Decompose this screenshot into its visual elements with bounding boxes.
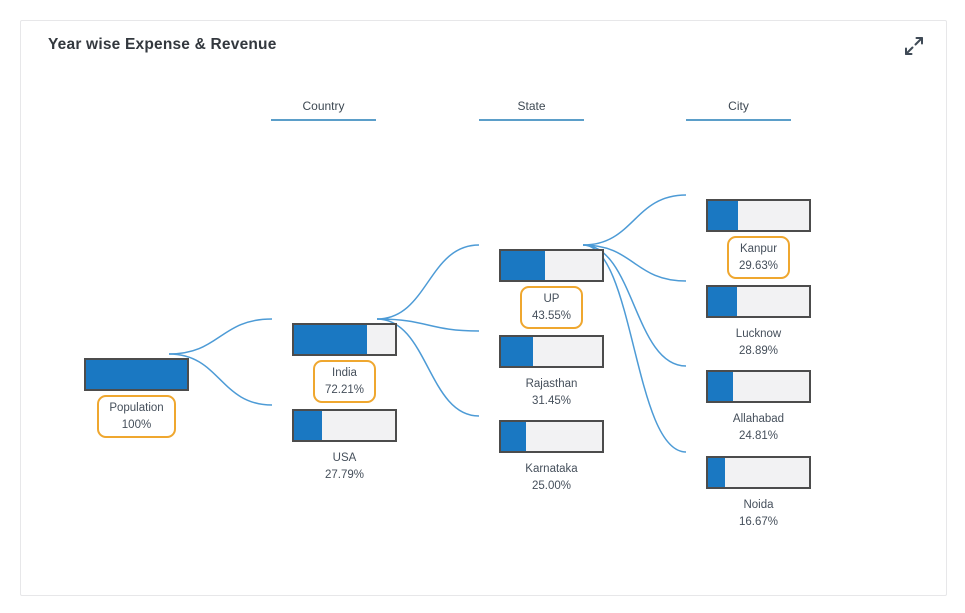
node-kanpur[interactable]: Kanpur 29.63% xyxy=(706,199,811,280)
node-india[interactable]: India 72.21% xyxy=(292,323,397,404)
node-label: Allahabad 24.81% xyxy=(723,407,794,448)
node-bar-fill xyxy=(708,458,725,487)
column-label: Country xyxy=(302,99,345,113)
node-bar[interactable] xyxy=(706,370,811,403)
node-value: 100% xyxy=(121,418,152,431)
node-name: Kanpur xyxy=(739,243,778,255)
node-population[interactable]: Population 100% xyxy=(84,358,189,439)
node-value: 43.55% xyxy=(531,309,571,322)
node-name: Karnataka xyxy=(525,463,578,475)
node-label: Noida 16.67% xyxy=(729,493,788,534)
link-up-kanpur xyxy=(582,194,687,246)
link-india-rajasthan xyxy=(376,318,480,332)
expand-button[interactable] xyxy=(900,33,928,61)
node-value: 27.79% xyxy=(324,468,364,481)
node-value: 28.89% xyxy=(738,344,778,357)
node-label: Rajasthan 31.45% xyxy=(516,372,588,413)
link-population-usa xyxy=(168,353,273,406)
node-name: USA xyxy=(332,452,357,464)
node-bar-fill xyxy=(501,422,527,451)
column-label: State xyxy=(517,99,546,113)
node-bar[interactable] xyxy=(292,323,397,356)
node-value: 16.67% xyxy=(738,515,778,528)
tree-links xyxy=(168,194,687,453)
node-usa[interactable]: USA 27.79% xyxy=(292,409,397,487)
column-label: City xyxy=(728,99,749,113)
node-name: Lucknow xyxy=(735,328,782,340)
node-bar[interactable] xyxy=(706,199,811,232)
column-underline xyxy=(271,119,376,121)
chart-title: Year wise Expense & Revenue xyxy=(48,36,277,53)
node-name: Allahabad xyxy=(732,413,785,425)
chart-card: Year wise Expense & Revenue Country Stat… xyxy=(20,20,947,596)
node-bar-fill xyxy=(708,201,738,230)
node-up[interactable]: UP 43.55% xyxy=(499,249,604,330)
node-name: India xyxy=(332,367,357,379)
node-bar[interactable] xyxy=(292,409,397,442)
node-bar-fill xyxy=(708,287,738,316)
node-bar-fill xyxy=(708,372,734,401)
expand-icon xyxy=(902,34,926,61)
node-bar[interactable] xyxy=(499,335,604,368)
column-underline xyxy=(686,119,791,121)
node-label: Kanpur 29.63% xyxy=(726,236,790,280)
node-name: UP xyxy=(543,293,560,305)
node-label: Population 100% xyxy=(97,395,176,439)
node-karnataka[interactable]: Karnataka 25.00% xyxy=(499,420,604,498)
node-bar-fill xyxy=(294,325,367,354)
card-header: Year wise Expense & Revenue xyxy=(21,21,946,77)
node-bar[interactable] xyxy=(706,285,811,318)
node-value: 25.00% xyxy=(531,479,571,492)
node-label: India 72.21% xyxy=(312,360,376,404)
node-bar[interactable] xyxy=(499,420,604,453)
node-value: 29.63% xyxy=(738,259,778,272)
column-header-city: City xyxy=(686,99,791,121)
node-noida[interactable]: Noida 16.67% xyxy=(706,456,811,534)
node-bar[interactable] xyxy=(706,456,811,489)
node-value: 72.21% xyxy=(324,383,364,396)
node-bar[interactable] xyxy=(84,358,189,391)
column-underline xyxy=(479,119,584,121)
node-lucknow[interactable]: Lucknow 28.89% xyxy=(706,285,811,363)
node-name: Noida xyxy=(743,499,774,511)
node-label: USA 27.79% xyxy=(315,446,374,487)
node-bar-fill xyxy=(86,360,187,389)
node-bar-fill xyxy=(501,337,533,366)
link-population-india xyxy=(168,318,273,355)
node-bar-fill xyxy=(294,411,323,440)
column-header-state: State xyxy=(479,99,584,121)
column-header-country: Country xyxy=(271,99,376,121)
node-label: Karnataka 25.00% xyxy=(515,457,587,498)
node-bar-fill xyxy=(501,251,545,280)
node-bar[interactable] xyxy=(499,249,604,282)
link-up-lucknow xyxy=(582,244,687,282)
node-label: Lucknow 28.89% xyxy=(726,322,791,363)
node-name: Population xyxy=(109,402,164,414)
node-label: UP 43.55% xyxy=(519,286,583,330)
node-allahabad[interactable]: Allahabad 24.81% xyxy=(706,370,811,448)
node-value: 24.81% xyxy=(738,429,778,442)
link-india-up xyxy=(376,244,480,320)
node-rajasthan[interactable]: Rajasthan 31.45% xyxy=(499,335,604,413)
decomposition-tree: Country State City xyxy=(21,21,946,595)
node-name: Rajasthan xyxy=(525,378,578,390)
node-value: 31.45% xyxy=(531,394,571,407)
